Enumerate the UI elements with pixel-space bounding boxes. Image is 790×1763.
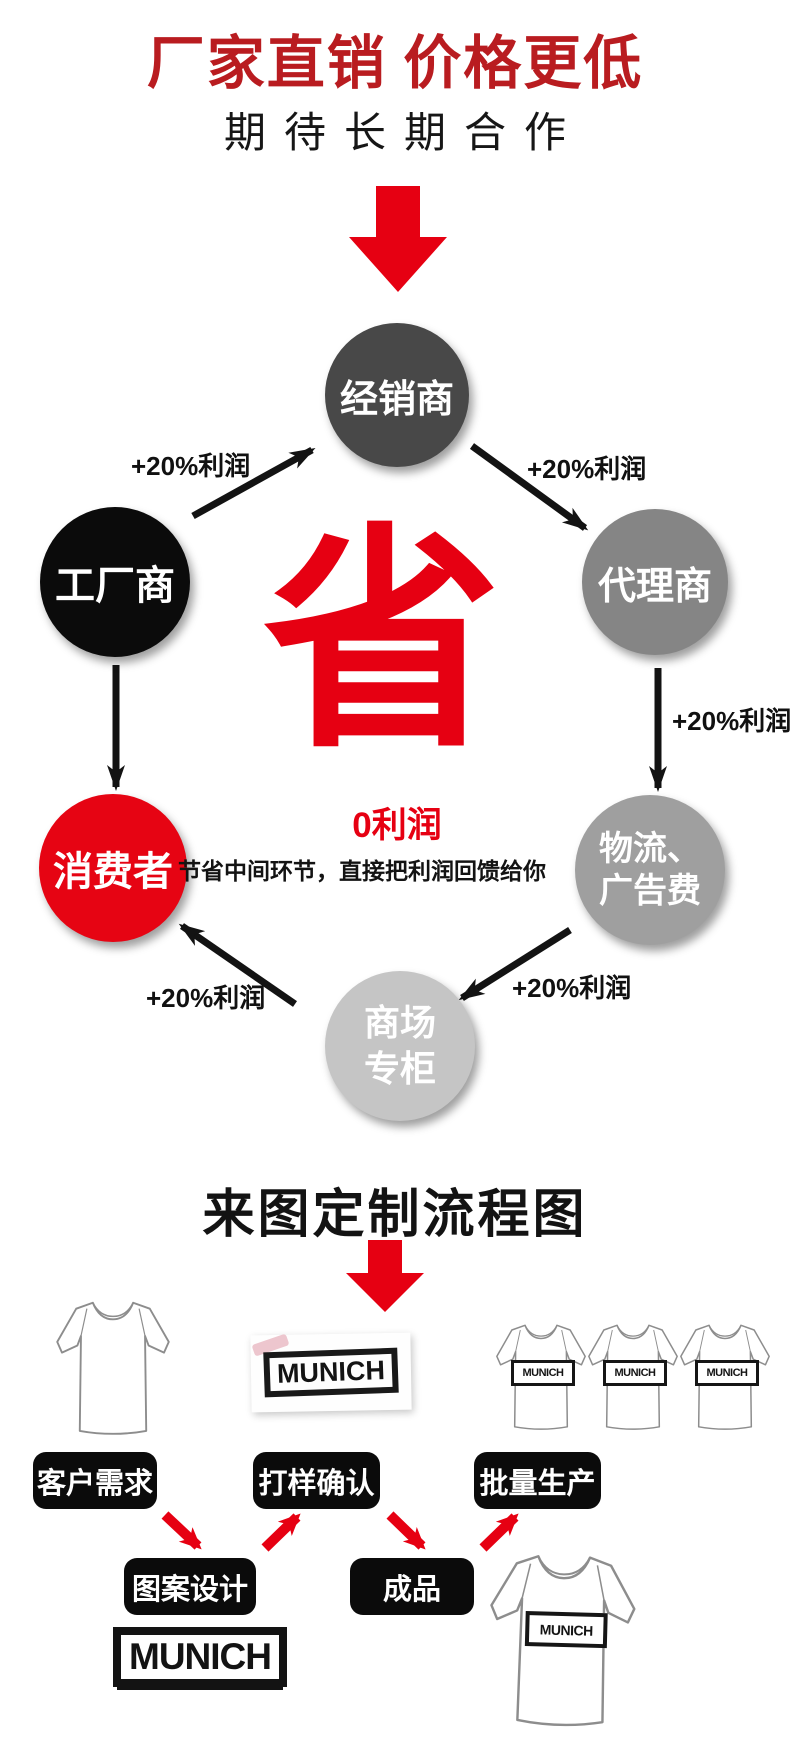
munich-chest-logo: MUNICH <box>524 1611 608 1649</box>
markup-label-dealer-agent: +20%利润 <box>527 454 647 484</box>
node-mall: 商场 专柜 <box>325 971 475 1121</box>
munich-chest-logo: MUNICH <box>603 1360 667 1386</box>
node-agent: 代理商 <box>582 509 728 655</box>
save-character: 省 <box>263 510 501 775</box>
step-finished-product: 成品 <box>350 1558 474 1615</box>
tshirt-finished-icon: MUNICH <box>484 1546 641 1735</box>
tshirt-printed-icon: MUNICH <box>494 1318 588 1436</box>
node-label-line2: 专柜 <box>363 1048 436 1089</box>
big-down-arrow-icon <box>349 186 447 292</box>
step-sample-confirm: 打样确认 <box>253 1452 380 1509</box>
step-pattern-design: 图案设计 <box>124 1558 256 1615</box>
node-label-line2: 广告费 <box>599 872 701 910</box>
tshirt-printed-icon: MUNICH <box>678 1318 772 1436</box>
step-mass-production: 批量生产 <box>474 1452 601 1509</box>
process-title: 来图定制流程图 <box>202 1186 588 1244</box>
node-consumer: 消费者 <box>39 794 187 942</box>
node-logistics: 物流、 广告费 <box>575 795 725 945</box>
zero-profit-label: 0利润 <box>352 806 442 845</box>
markup-label-mall-consumer: +20%利润 <box>146 983 266 1013</box>
tshirt-printed-icon: MUNICH <box>586 1318 680 1436</box>
step-customer-needs: 客户需求 <box>33 1452 157 1509</box>
page-title: 厂家直销 价格更低 <box>146 31 644 96</box>
munich-label-photo: MUNICH <box>250 1332 412 1413</box>
tshirt-blank-icon <box>53 1298 173 1438</box>
node-dealer: 经销商 <box>325 323 469 467</box>
node-factory: 工厂商 <box>40 507 190 657</box>
markup-label-agent-logistics: +20%利润 <box>672 706 790 736</box>
arrow-sample-to-product <box>386 1511 426 1550</box>
markup-label-factory-dealer: +20%利润 <box>131 451 251 481</box>
node-label: 工厂商 <box>55 564 175 608</box>
node-label: 代理商 <box>597 565 712 608</box>
page-subtitle: 期待长期合作 <box>223 111 584 157</box>
node-label: 经销商 <box>339 378 454 421</box>
markup-label-logistics-mall: +20%利润 <box>512 973 632 1003</box>
munich-chest-logo: MUNICH <box>511 1360 575 1386</box>
section-down-arrow-icon <box>346 1240 424 1312</box>
arrow-product-to-mass <box>479 1513 519 1552</box>
node-label-line1: 商场 <box>363 1001 436 1043</box>
munich-chest-logo: MUNICH <box>695 1360 759 1386</box>
savings-note: 节省中间环节，直接把利润回馈给你 <box>178 858 546 884</box>
munich-label-logo: MUNICH <box>263 1347 399 1398</box>
munich-brand-logo: MUNICH <box>113 1627 287 1687</box>
node-label-line1: 物流、 <box>599 829 701 868</box>
arrow-design-to-sample <box>261 1513 301 1552</box>
arrow-needs-to-design <box>161 1511 202 1550</box>
node-label: 消费者 <box>53 850 173 894</box>
